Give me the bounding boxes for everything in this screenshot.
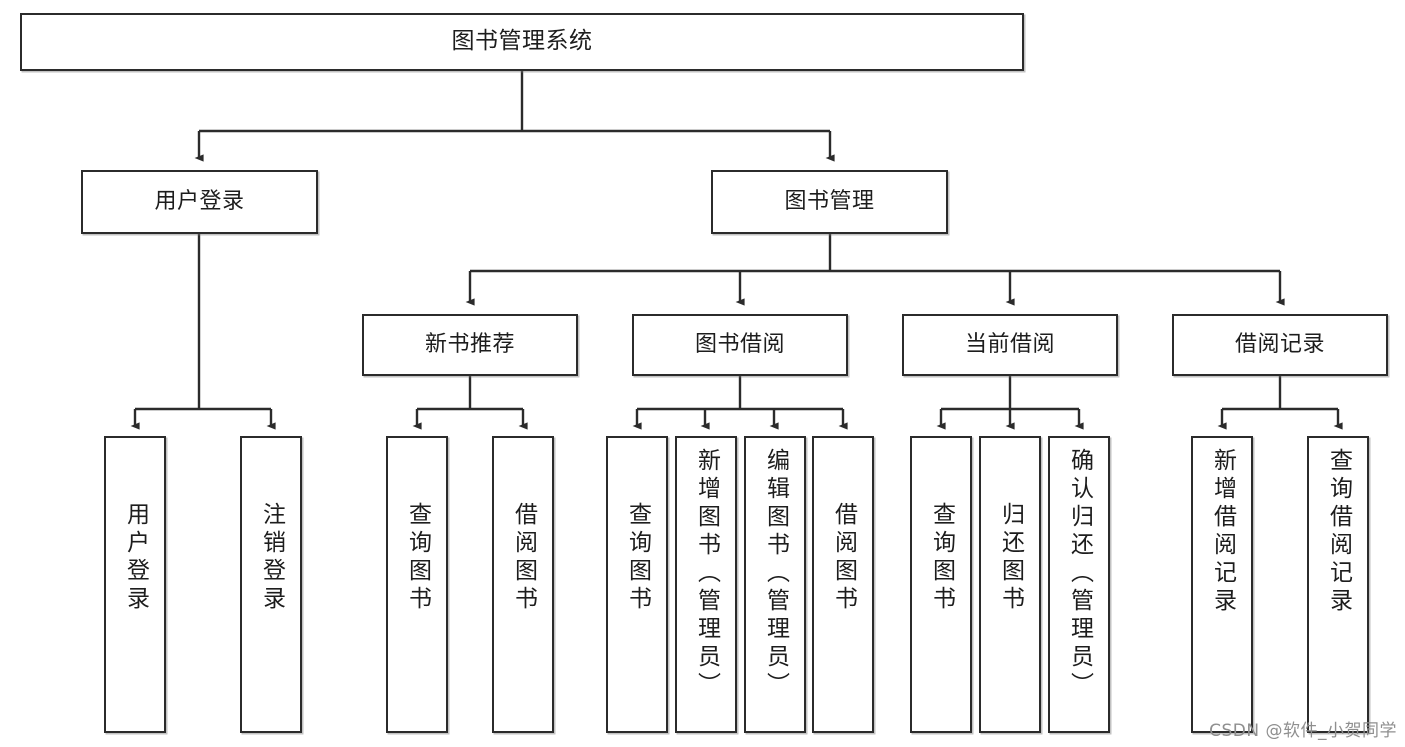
node-leaf-logout-label: 注销登录 xyxy=(258,502,285,614)
node-current-borrow[interactable]: 当前借阅 xyxy=(902,314,1118,376)
node-leaf-confirm-return[interactable]: 确认归还（管理员） xyxy=(1048,436,1110,733)
node-leaf-confirm-return-label: 确认归还（管理员） xyxy=(1066,448,1093,700)
node-leaf-add-record[interactable]: 新增借阅记录 xyxy=(1191,436,1253,733)
node-new-book-recommend[interactable]: 新书推荐 xyxy=(362,314,578,376)
node-leaf-user-login-label: 用户登录 xyxy=(122,502,149,614)
node-borrow-record[interactable]: 借阅记录 xyxy=(1172,314,1388,376)
node-current-borrow-label: 当前借阅 xyxy=(964,332,1055,358)
node-leaf-edit-book-label: 编辑图书（管理员） xyxy=(762,448,789,700)
node-user-login[interactable]: 用户登录 xyxy=(81,170,318,234)
node-book-borrow[interactable]: 图书借阅 xyxy=(632,314,848,376)
node-leaf-edit-book[interactable]: 编辑图书（管理员） xyxy=(744,436,806,733)
node-leaf-query-book-1-label: 查询图书 xyxy=(404,502,431,614)
node-leaf-return-book-label: 归还图书 xyxy=(997,502,1024,614)
node-book-borrow-label: 图书借阅 xyxy=(694,332,785,358)
node-leaf-borrow-book-2[interactable]: 借阅图书 xyxy=(812,436,874,733)
node-leaf-add-record-label: 新增借阅记录 xyxy=(1209,448,1236,616)
node-book-management-label: 图书管理 xyxy=(784,189,875,215)
node-leaf-logout[interactable]: 注销登录 xyxy=(240,436,302,733)
node-leaf-borrow-book-1[interactable]: 借阅图书 xyxy=(492,436,554,733)
node-root[interactable]: 图书管理系统 xyxy=(20,13,1024,71)
node-leaf-add-book-label: 新增图书（管理员） xyxy=(693,448,720,700)
node-leaf-query-book-1[interactable]: 查询图书 xyxy=(386,436,448,733)
node-leaf-borrow-book-1-label: 借阅图书 xyxy=(510,502,537,614)
node-borrow-record-label: 借阅记录 xyxy=(1234,332,1325,358)
node-leaf-query-book-3-label: 查询图书 xyxy=(928,502,955,614)
node-book-management[interactable]: 图书管理 xyxy=(711,170,948,234)
watermark: CSDN @软件_小贺同学 xyxy=(1209,721,1397,741)
node-user-login-label: 用户登录 xyxy=(154,189,245,215)
node-leaf-borrow-book-2-label: 借阅图书 xyxy=(830,502,857,614)
node-leaf-query-book-2-label: 查询图书 xyxy=(624,502,651,614)
node-leaf-add-book[interactable]: 新增图书（管理员） xyxy=(675,436,737,733)
node-leaf-query-record-label: 查询借阅记录 xyxy=(1325,448,1352,616)
node-leaf-query-book-3[interactable]: 查询图书 xyxy=(910,436,972,733)
node-leaf-query-record[interactable]: 查询借阅记录 xyxy=(1307,436,1369,733)
node-root-label: 图书管理系统 xyxy=(451,28,593,55)
node-leaf-query-book-2[interactable]: 查询图书 xyxy=(606,436,668,733)
node-leaf-user-login[interactable]: 用户登录 xyxy=(104,436,166,733)
node-new-book-recommend-label: 新书推荐 xyxy=(424,332,515,358)
node-leaf-return-book[interactable]: 归还图书 xyxy=(979,436,1041,733)
